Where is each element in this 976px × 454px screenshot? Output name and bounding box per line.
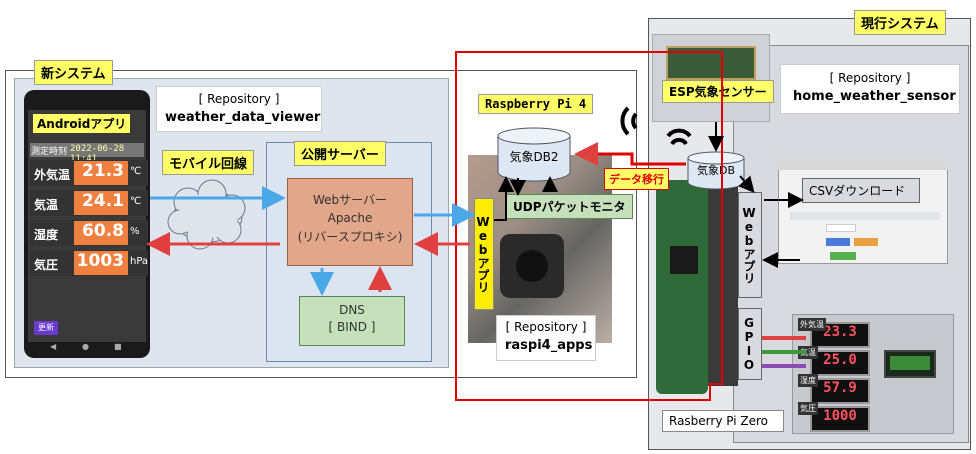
display-temp-label: 気温 xyxy=(798,346,818,359)
web-server-line1: Webサーバー xyxy=(312,193,388,207)
raspi4-fan-hub xyxy=(516,250,548,282)
csv-screenshot xyxy=(778,158,948,264)
current-repo-name: home_weather_sensor xyxy=(793,89,956,104)
android-nav-bar: ◀ ● ■ xyxy=(30,342,144,354)
home-icon[interactable]: ● xyxy=(82,342,89,351)
data-migration-label: データ移行 xyxy=(604,168,669,190)
row-pressure: 気圧 1003 hPa xyxy=(30,250,148,276)
display-humidity-label: 湿度 xyxy=(798,374,818,387)
csv-screenshot-header xyxy=(778,158,948,170)
android-app-title: Androidアプリ xyxy=(33,114,131,133)
dns-box: DNS [ BIND ] xyxy=(299,296,405,346)
pi-zero-chip xyxy=(670,246,698,274)
display-pressure-label: 気圧 xyxy=(798,402,818,415)
recents-icon[interactable]: ■ xyxy=(114,342,122,351)
row-outdoor-temp: 外気温 21.3 ℃ xyxy=(30,160,148,186)
public-server-label: 公開サーバー xyxy=(294,141,386,166)
measure-time-label: 測定時刻 xyxy=(31,147,68,157)
pi-zero-header xyxy=(708,186,738,386)
repo-viewer-name: weather_data_viewer xyxy=(165,110,321,125)
outdoor-temp-value: 21.3 xyxy=(74,161,128,185)
web-server-line3: (リバースプロキシ) xyxy=(297,230,403,244)
db2-label: 気象DB2 xyxy=(509,150,559,164)
pressure-value: 1003 xyxy=(74,251,128,275)
android-rows: 外気温 21.3 ℃ 気温 24.1 ℃ 湿度 60.8 % 気圧 1003 h… xyxy=(28,160,150,280)
current-repo-box: [ Repository ] home_weather_sensor xyxy=(780,64,960,114)
raspi4-repo-title: [ Repository ] xyxy=(505,320,587,334)
web-server-box: Webサーバー Apache (リバースプロキシ) xyxy=(287,178,413,266)
row-temp: 気温 24.1 ℃ xyxy=(30,190,148,216)
lcd-screen xyxy=(890,356,930,370)
display-humidity: 57.9 xyxy=(810,378,870,404)
dns-line2: [ BIND ] xyxy=(328,320,376,334)
gpio-box: GPIO xyxy=(738,308,762,380)
humidity-value: 60.8 xyxy=(74,221,128,245)
db-label: 気象DB xyxy=(696,164,736,177)
csv-input-1[interactable] xyxy=(826,224,856,232)
pi-zero-label: Rasberry Pi Zero xyxy=(662,410,784,432)
android-header: 測定時刻 2022-06-28 11:41 xyxy=(30,143,144,164)
display-pressure: 1000 xyxy=(810,406,870,432)
display-temp: 25.0 xyxy=(810,350,870,376)
cloud-icon xyxy=(167,179,246,250)
pi-zero-board xyxy=(656,180,708,394)
repo-viewer-title: [ Repository ] xyxy=(198,92,280,106)
raspi4-repo-name: raspi4_apps xyxy=(505,338,593,353)
new-system-label: 新システム xyxy=(34,60,113,85)
mobile-line-label: モバイル回線 xyxy=(162,150,255,175)
temp-value: 24.1 xyxy=(74,191,128,215)
repo-viewer-box: [ Repository ] weather_data_viewer xyxy=(156,86,322,132)
refresh-button[interactable]: 更新 xyxy=(34,321,58,335)
measure-time-value: 2022-06-28 11:41 xyxy=(70,144,125,164)
csv-button-orange[interactable] xyxy=(854,238,878,246)
csv-download-label: CSVダウンロード xyxy=(802,178,920,203)
current-repo-title: [ Repository ] xyxy=(829,71,911,85)
back-icon[interactable]: ◀ xyxy=(50,342,57,351)
udp-monitor-box: UDPパケットモニタ xyxy=(506,194,633,219)
current-system-label: 現行システム xyxy=(854,10,946,35)
csv-button-blue[interactable] xyxy=(826,238,850,246)
raspi4-label: Raspberry Pi 4 xyxy=(478,94,594,114)
display-outdoor-temp-label: 外気温 xyxy=(798,318,826,331)
raspi4-repo-box: [ Repository ] raspi4_apps xyxy=(496,315,596,361)
web-server-line2: Apache xyxy=(327,211,373,225)
esp-sensor-board xyxy=(666,46,756,80)
raspi4-webapp-box: Webアプリ xyxy=(474,198,494,310)
current-webapp-box: Webアプリ xyxy=(738,192,762,298)
csv-button-green[interactable] xyxy=(830,252,856,260)
csv-form-row xyxy=(790,212,940,220)
wireless-signal-icon xyxy=(620,106,692,146)
dns-line1: DNS xyxy=(339,303,365,317)
row-humidity: 湿度 60.8 % xyxy=(30,220,148,246)
